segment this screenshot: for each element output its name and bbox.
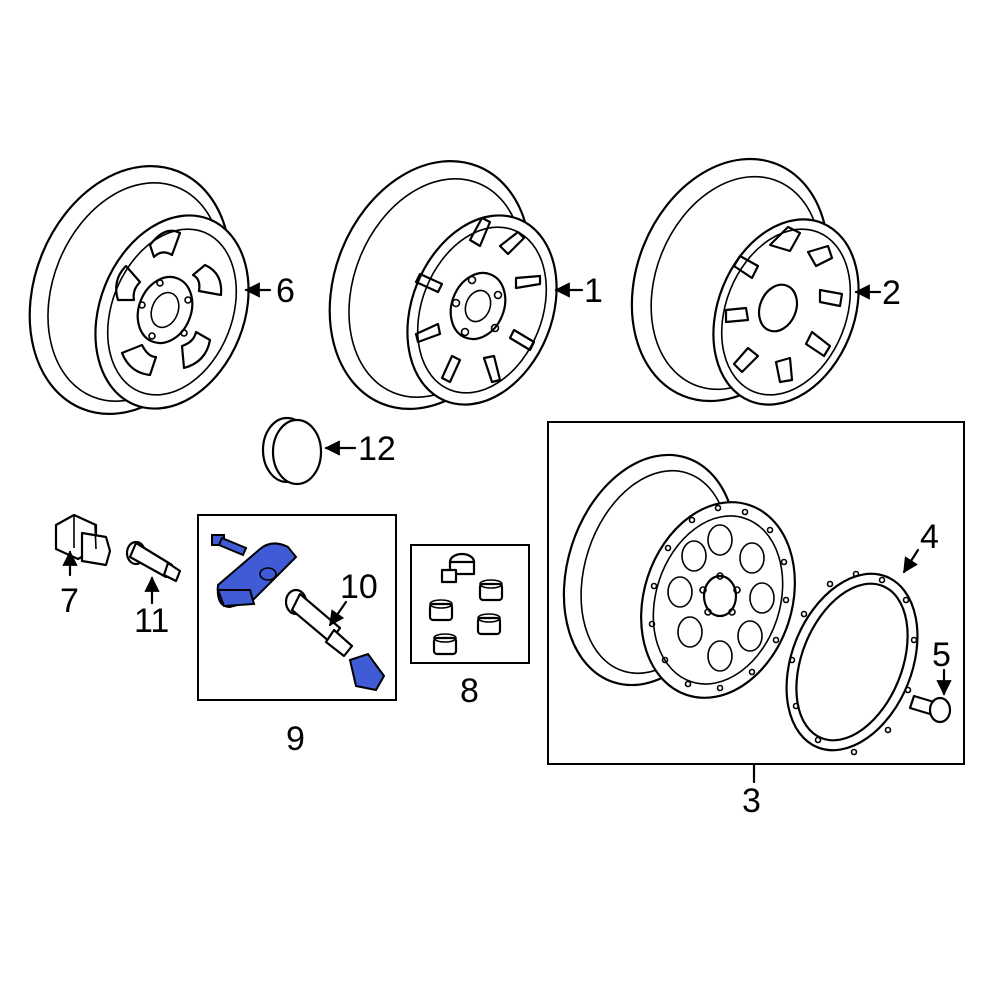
callout-11: 11 bbox=[134, 602, 169, 640]
beadlock-wheel-box-3 bbox=[547, 421, 965, 765]
tpms-kit-box-9 bbox=[197, 514, 397, 701]
wheel-lock-kit-box-8 bbox=[410, 544, 530, 664]
callout-9: 9 bbox=[286, 720, 305, 758]
beadlock-ring-part-4[interactable] bbox=[762, 554, 942, 770]
steel-wheel-part-6[interactable] bbox=[0, 136, 276, 445]
beadlock-wheel-part-3[interactable] bbox=[536, 432, 820, 718]
callout-12: 12 bbox=[358, 430, 396, 468]
callout-4: 4 bbox=[920, 518, 939, 556]
beadlock-bolt-part-5[interactable] bbox=[908, 694, 952, 724]
center-cap-part-12[interactable] bbox=[261, 416, 323, 486]
tpms-valve-stem-part-10[interactable] bbox=[284, 588, 386, 692]
wheel-lock-nut-1[interactable] bbox=[478, 579, 504, 602]
tpms-sensor-highlighted[interactable] bbox=[216, 542, 298, 609]
wheel-lock-nut-4[interactable] bbox=[432, 633, 458, 656]
valve-stem-part-11[interactable] bbox=[125, 540, 182, 583]
callout-7: 7 bbox=[60, 582, 79, 620]
tpms-screw[interactable] bbox=[211, 534, 248, 557]
callout-3: 3 bbox=[742, 782, 761, 820]
alloy-wheel-part-1[interactable] bbox=[294, 131, 584, 440]
lug-nut-part-7[interactable] bbox=[54, 513, 112, 567]
callout-6: 6 bbox=[276, 272, 295, 310]
wheel-lock-key[interactable] bbox=[440, 552, 476, 584]
callout-5: 5 bbox=[932, 636, 951, 674]
callout-10: 10 bbox=[340, 568, 378, 606]
alloy-wheel-part-2[interactable] bbox=[597, 129, 885, 430]
callout-2: 2 bbox=[882, 274, 901, 312]
wheel-lock-nut-2[interactable] bbox=[428, 599, 454, 622]
wheel-lock-nut-3[interactable] bbox=[476, 613, 502, 636]
callout-8: 8 bbox=[460, 672, 479, 710]
callout-1: 1 bbox=[584, 272, 603, 310]
